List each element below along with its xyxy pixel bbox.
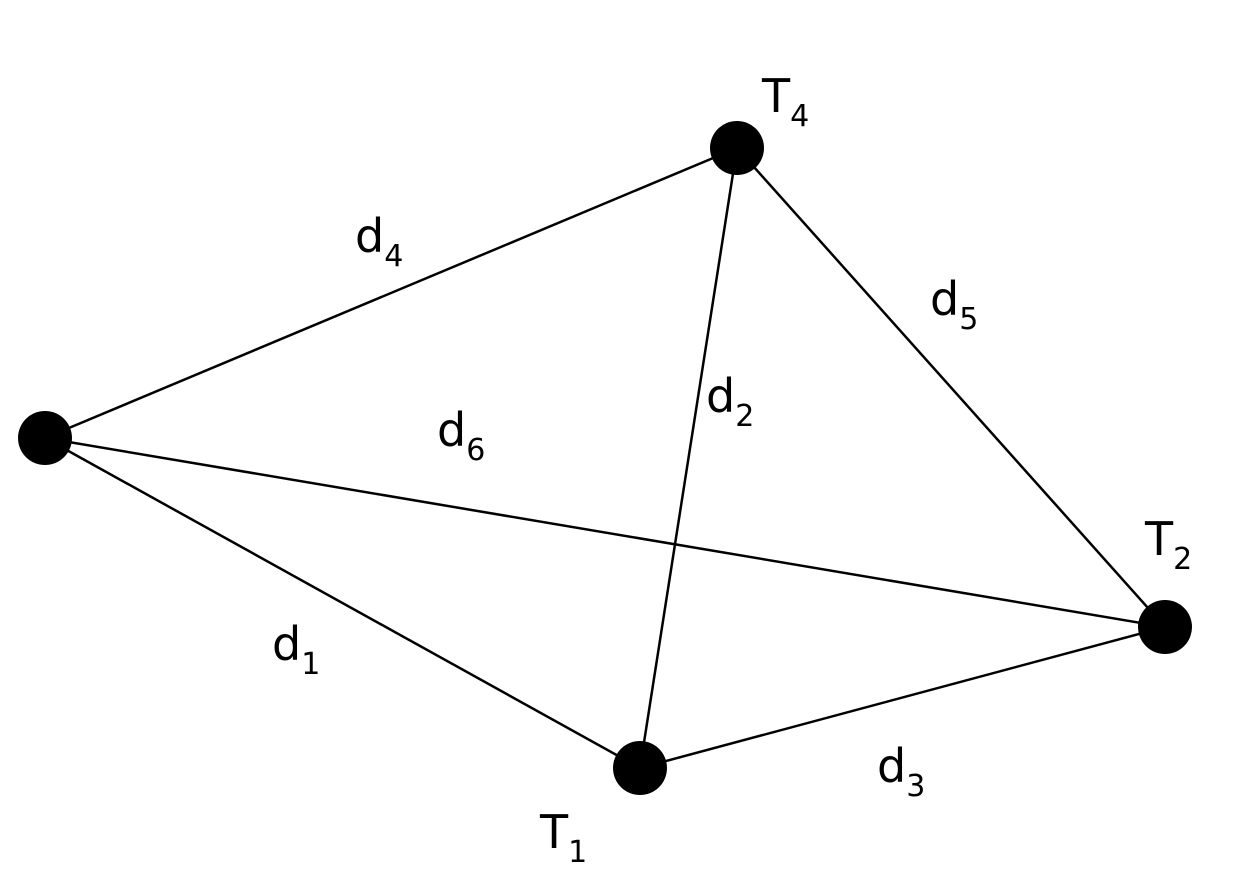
edge-d3 — [639, 625, 1166, 770]
edge-labels: d4 d5 d2 d6 d1 d3 — [272, 209, 978, 804]
node-label-t1: T1 — [539, 805, 587, 870]
edge-d1 — [44, 436, 641, 770]
edge-label-d5: d5 — [930, 272, 978, 337]
nodes — [18, 121, 1192, 795]
node-label-t2: T2 — [1144, 512, 1192, 577]
edge-label-d3: d3 — [877, 739, 925, 804]
edge-label-d6: d6 — [437, 403, 485, 468]
node-label-t4: T4 — [761, 69, 809, 134]
edge-d2 — [638, 147, 739, 769]
edge-label-d4: d4 — [355, 209, 403, 274]
edge-d5 — [736, 147, 1166, 628]
edge-label-d2: d2 — [706, 369, 754, 434]
edge-label-d1: d1 — [272, 617, 320, 682]
node-unlabeled — [18, 411, 72, 465]
edge-d6 — [44, 436, 1166, 629]
edges — [44, 146, 1166, 770]
node-labels: T4 T2 T1 — [539, 69, 1192, 870]
node-t1 — [613, 741, 667, 795]
node-t2 — [1138, 600, 1192, 654]
node-t4 — [710, 121, 764, 175]
edge-d4 — [44, 146, 738, 440]
